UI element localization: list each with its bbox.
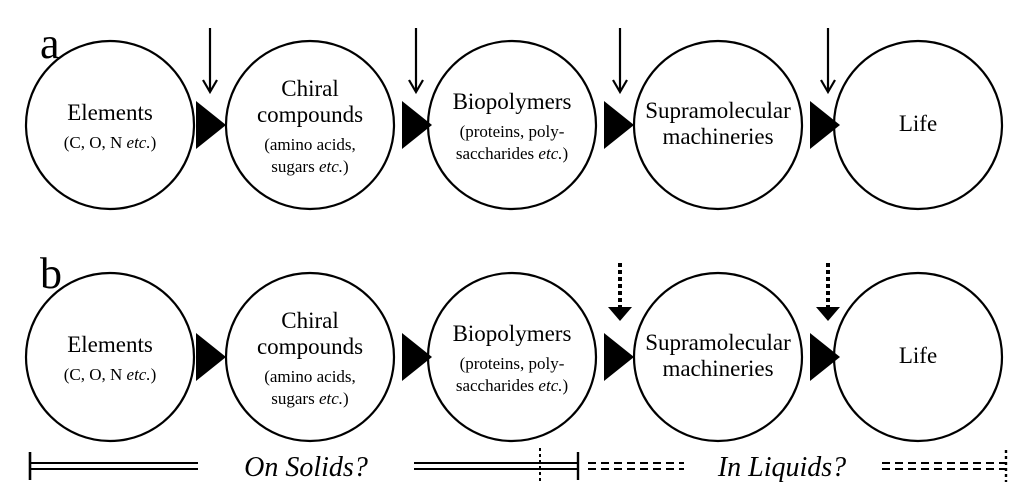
down-arrow-icon: [612, 28, 628, 95]
stage-sublabel-part: sugars: [271, 157, 319, 176]
stage-sublabel-part: etc.: [538, 144, 562, 163]
dashed-down-arrow-icon: [608, 263, 632, 321]
stage-sublabel-part: ): [343, 157, 349, 176]
stage-sublabel-part: ): [151, 365, 157, 384]
stage-sublabel-part: (C, O, N: [64, 365, 127, 384]
stage-sublabel-part: etc.: [538, 376, 562, 395]
stage-label: machineries: [662, 356, 773, 381]
stage-sublabel-part: etc.: [127, 365, 151, 384]
stage-sublabel: (C, O, N etc.): [64, 133, 157, 152]
stage-label: machineries: [662, 124, 773, 149]
stage-node: Elements (C, O, N etc.): [24, 271, 196, 443]
stage-label: Supramolecular: [645, 330, 791, 355]
stage-label: Life: [899, 111, 937, 136]
stage-sublabel-part: ): [343, 389, 349, 408]
dashed-down-arrow-icon: [816, 263, 840, 321]
stage-sublabel-part: etc.: [127, 133, 151, 152]
stage-sublabel: saccharides etc.): [456, 144, 568, 163]
stage-sublabel: (amino acids,: [264, 135, 356, 154]
stage-sublabel: (proteins, poly-: [460, 122, 565, 141]
flow-arrow-icon: [604, 333, 634, 381]
flow-arrow-icon: [402, 333, 432, 381]
flow-arrow-icon: [196, 333, 226, 381]
phase-bar: On Solids? In Liquids?: [28, 448, 1008, 484]
stage-sublabel-part: (C, O, N: [64, 133, 127, 152]
stage-label: Biopolymers: [453, 321, 572, 346]
stage-node: Elements (C, O, N etc.): [24, 39, 196, 211]
stage-sublabel: (proteins, poly-: [460, 354, 565, 373]
stage-node: Life: [832, 271, 1004, 443]
down-arrow-icon: [202, 28, 218, 95]
flow-arrow-icon: [810, 101, 840, 149]
panel-letter: b: [40, 249, 62, 298]
stage-sublabel: sugars etc.): [271, 157, 348, 176]
stage-label: Chiral: [281, 308, 339, 333]
stage-label: Elements: [67, 100, 153, 125]
stage-sublabel-part: etc.: [319, 157, 343, 176]
down-arrow-icon: [408, 28, 424, 95]
stage-sublabel-part: saccharides: [456, 144, 539, 163]
flow-arrow-icon: [196, 101, 226, 149]
stage-node: Life: [832, 39, 1004, 211]
stage-sublabel-part: etc.: [319, 389, 343, 408]
stage-sublabel-part: sugars: [271, 389, 319, 408]
stage-label: Supramolecular: [645, 98, 791, 123]
stage-label: compounds: [257, 334, 363, 359]
stage-sublabel-part: (amino acids,: [264, 367, 356, 386]
stage-sublabel: sugars etc.): [271, 389, 348, 408]
stage-label: Elements: [67, 332, 153, 357]
stage-circle: [24, 39, 196, 211]
stage-sublabel: (amino acids,: [264, 367, 356, 386]
stage-sublabel-part: (proteins, poly-: [460, 122, 565, 141]
stage-sublabel-part: (proteins, poly-: [460, 354, 565, 373]
stage-sublabel-part: ): [563, 376, 569, 395]
stage-label: Biopolymers: [453, 89, 572, 114]
stage-sublabel: saccharides etc.): [456, 376, 568, 395]
stage-circle: [24, 271, 196, 443]
liquids-phase-label: In Liquids?: [717, 452, 846, 483]
flow-arrow-icon: [402, 101, 432, 149]
stage-node: Biopolymers (proteins, poly-saccharides e…: [426, 39, 598, 211]
flow-arrow-icon: [604, 101, 634, 149]
solids-phase-label: On Solids?: [244, 452, 368, 483]
stage-label: compounds: [257, 102, 363, 127]
panel-letter: a: [40, 19, 60, 68]
stage-sublabel-part: ): [563, 144, 569, 163]
down-arrow-icon: [820, 28, 836, 95]
stage-sublabel-part: ): [151, 133, 157, 152]
stage-node: Biopolymers (proteins, poly-saccharides e…: [426, 271, 598, 443]
stage-label: Chiral: [281, 76, 339, 101]
flow-arrow-icon: [810, 333, 840, 381]
stage-label: Life: [899, 343, 937, 368]
stage-sublabel: (C, O, N etc.): [64, 365, 157, 384]
stage-sublabel-part: (amino acids,: [264, 135, 356, 154]
stage-sublabel-part: saccharides: [456, 376, 539, 395]
